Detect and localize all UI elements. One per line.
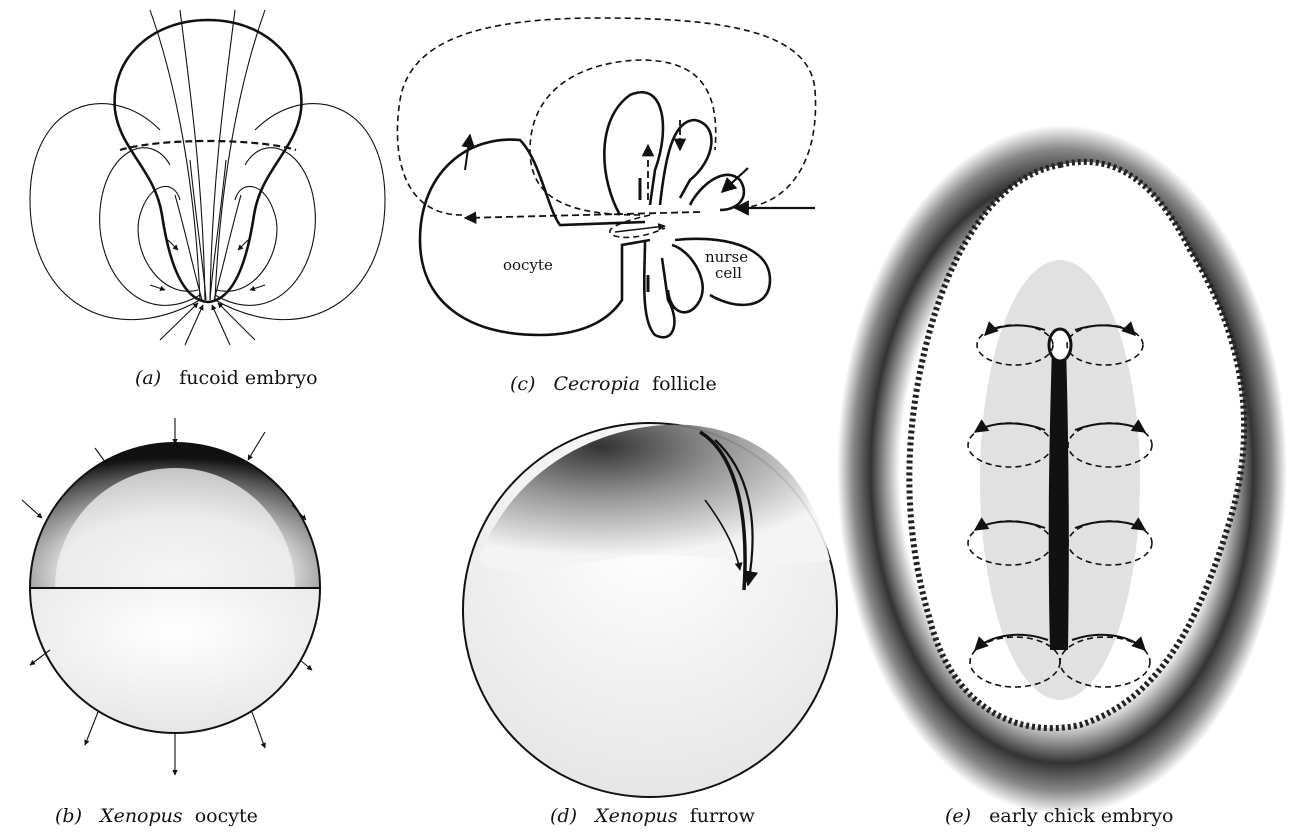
oocyte-label: oocyte bbox=[503, 256, 553, 274]
caption-b: (b) Xenopus oocyte bbox=[55, 805, 258, 827]
field-line-outer-right bbox=[215, 104, 385, 320]
outward-arrow-r bbox=[300, 660, 312, 670]
panel-d-xenopus-furrow: (d) Xenopus furrow bbox=[463, 423, 837, 827]
panel-a-fucoid-embryo: (a) fucoid embryo bbox=[30, 10, 385, 389]
inward-arrow-l bbox=[22, 500, 42, 518]
pigmented-cap bbox=[478, 425, 830, 571]
outward-arrow-bl bbox=[85, 712, 98, 745]
loop-arrow-right bbox=[250, 285, 265, 290]
inflow-arrow-1 bbox=[160, 303, 198, 340]
rhizoid-line-1 bbox=[175, 195, 202, 300]
nurse-cell-upper-2 bbox=[660, 120, 711, 205]
inflow-arrow-2 bbox=[185, 305, 203, 345]
outer-current-loop bbox=[397, 18, 815, 215]
caption-e: (e) early chick embryo bbox=[945, 805, 1173, 827]
field-line-inner-left bbox=[138, 186, 198, 291]
inner-current-loop bbox=[610, 215, 665, 237]
oocyte-outline bbox=[420, 140, 650, 335]
field-line-mid-right bbox=[215, 148, 315, 306]
nurse-cell-label-2: cell bbox=[715, 264, 742, 282]
panel-c-cecropia-follicle: oocyte nurse cell (c) Cecropia follicle bbox=[397, 18, 815, 395]
caption-c: (c) Cecropia follicle bbox=[510, 373, 717, 395]
current-arrow-left bbox=[465, 212, 700, 218]
nurse-cell-lower-2 bbox=[668, 245, 703, 312]
field-line-v1 bbox=[150, 10, 200, 300]
outward-arrow-br bbox=[252, 712, 265, 748]
inflow-arrow-4 bbox=[218, 303, 255, 340]
field-line-inner-right bbox=[217, 186, 277, 291]
fucoid-equator-dashed bbox=[120, 141, 296, 150]
panel-e-early-chick-embryo: (e) early chick embryo bbox=[837, 125, 1287, 827]
inflow-arrow-3 bbox=[212, 305, 230, 345]
caption-d: (d) Xenopus furrow bbox=[550, 805, 756, 827]
panel-b-xenopus-oocyte: (b) Xenopus oocyte bbox=[22, 418, 320, 827]
inward-arrow-tr bbox=[248, 432, 265, 460]
field-line-v4 bbox=[215, 10, 265, 300]
loop-arrow-left bbox=[150, 285, 165, 290]
middle-current-loop bbox=[530, 60, 716, 215]
nurse-cell-upper-1 bbox=[604, 92, 663, 215]
field-line-outer-left bbox=[30, 104, 200, 320]
fucoid-embryo-outline bbox=[115, 20, 302, 302]
rhizoid-line-3 bbox=[190, 160, 206, 300]
caption-a: (a) fucoid embryo bbox=[135, 367, 318, 389]
primitive-streak bbox=[1049, 345, 1069, 650]
field-line-v3 bbox=[210, 10, 235, 300]
field-line-mid-left bbox=[100, 148, 200, 306]
vegetal-hemisphere bbox=[30, 588, 320, 733]
